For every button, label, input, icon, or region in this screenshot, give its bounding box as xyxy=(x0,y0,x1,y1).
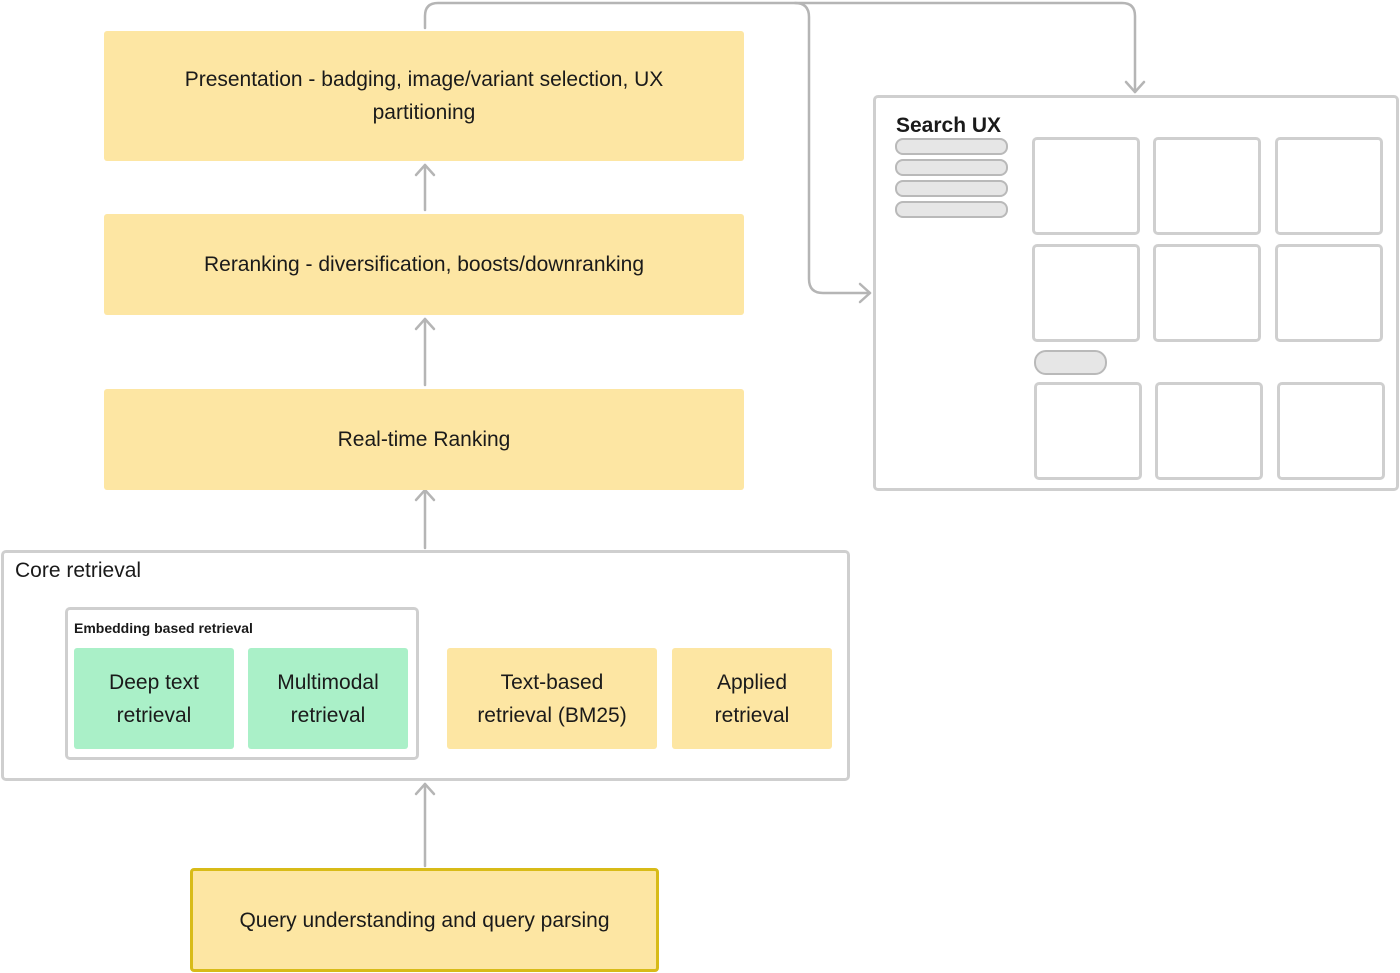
search-ux-title: Search UX xyxy=(896,114,1002,137)
multimodal-retrieval-node: Multimodal retrieval xyxy=(248,648,408,749)
arrow-presentation-to-ux-top xyxy=(423,1,1137,94)
result-card xyxy=(1275,244,1383,342)
presentation-label: Presentation - badging, image/variant se… xyxy=(184,68,664,124)
text-based-retrieval-node: Text-based retrieval (BM25) xyxy=(447,648,657,749)
realtime-ranking-label: Real-time Ranking xyxy=(337,428,511,451)
arrow-head-query-to-core xyxy=(414,782,436,796)
result-card xyxy=(1275,137,1383,235)
multimodal-retrieval-label: Multimodal retrieval xyxy=(277,670,379,727)
deep-text-retrieval-label: Deep text retrieval xyxy=(109,670,199,727)
result-card xyxy=(1277,382,1385,480)
query-understanding-node: Query understanding and query parsing xyxy=(190,868,659,972)
arrow-head-core-to-ranking xyxy=(414,488,436,502)
core-retrieval-title: Core retrieval xyxy=(15,559,142,582)
arrow-head-presentation-to-ux-top xyxy=(1124,80,1146,94)
result-card xyxy=(1034,382,1142,480)
reranking-node: Reranking - diversification, boosts/down… xyxy=(104,214,744,315)
result-card xyxy=(1032,137,1140,235)
filter-pill-3 xyxy=(895,180,1008,197)
embedding-retrieval-title: Embedding based retrieval xyxy=(74,620,253,636)
applied-retrieval-label: Applied retrieval xyxy=(714,670,790,727)
filter-pill-4 xyxy=(895,201,1008,218)
presentation-node: Presentation - badging, image/variant se… xyxy=(104,31,744,161)
core-retrieval-frame xyxy=(1,550,850,781)
result-card xyxy=(1032,244,1140,342)
applied-retrieval-node: Applied retrieval xyxy=(672,648,832,749)
text-based-retrieval-label: Text-based retrieval (BM25) xyxy=(477,670,627,727)
result-card xyxy=(1155,382,1263,480)
result-card xyxy=(1153,244,1261,342)
filter-pill-1 xyxy=(895,138,1008,155)
filter-pill-2 xyxy=(895,159,1008,176)
reranking-label: Reranking - diversification, boosts/down… xyxy=(203,253,645,276)
result-card xyxy=(1153,137,1261,235)
section-label-pill xyxy=(1034,350,1107,375)
query-understanding-label: Query understanding and query parsing xyxy=(239,908,610,932)
embedding-retrieval-frame xyxy=(65,607,419,760)
arrow-head-reranking-to-presentation xyxy=(414,163,436,177)
arrow-head-ranking-to-reranking xyxy=(414,317,436,331)
deep-text-retrieval-node: Deep text retrieval xyxy=(74,648,234,749)
arrow-head-presentation-to-ux-side xyxy=(858,282,872,304)
search-ux-frame xyxy=(873,95,1399,491)
realtime-ranking-node: Real-time Ranking xyxy=(104,389,744,490)
arrow-presentation-to-ux-side xyxy=(793,1,872,295)
